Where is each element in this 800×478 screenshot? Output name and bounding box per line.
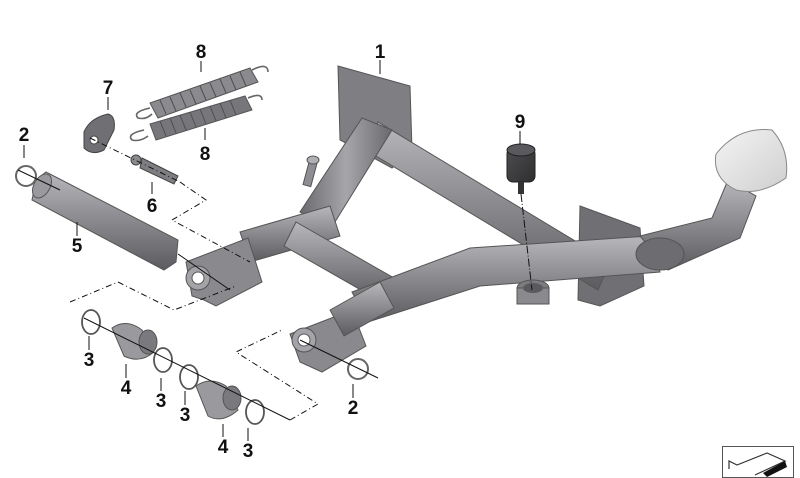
callout-3-d: 3 — [242, 441, 254, 462]
callout-5: 5 — [71, 236, 83, 257]
section-indicator-icon — [722, 446, 794, 478]
callout-4-b: 4 — [217, 437, 229, 458]
bushing-upper — [111, 323, 158, 360]
tension-springs — [129, 65, 269, 142]
center-stand-frame — [185, 65, 788, 373]
callout-9: 9 — [514, 112, 526, 133]
rubber-buffer — [506, 143, 536, 194]
callout-8-b: 8 — [199, 144, 211, 165]
washer — [81, 309, 101, 335]
callout-3-c: 3 — [179, 405, 191, 426]
washer — [179, 364, 199, 390]
spring-stud — [130, 154, 179, 185]
callout-8-a: 8 — [195, 42, 207, 63]
callout-2-left: 2 — [18, 125, 30, 146]
washer — [245, 399, 265, 425]
bushing-lower — [195, 380, 242, 420]
callout-4-a: 4 — [120, 378, 132, 399]
assembly-lines — [17, 60, 533, 441]
callout-2-right: 2 — [347, 398, 359, 419]
callout-1: 1 — [374, 42, 386, 63]
callout-3-a: 3 — [83, 350, 95, 371]
circlip-left — [15, 165, 37, 187]
spring-bracket — [83, 113, 115, 154]
callout-3-b: 3 — [155, 391, 167, 412]
circlip-right — [347, 358, 369, 380]
callout-6: 6 — [146, 196, 158, 217]
callout-7: 7 — [102, 78, 114, 99]
pivot-shaft — [31, 171, 179, 271]
washer — [153, 347, 173, 373]
